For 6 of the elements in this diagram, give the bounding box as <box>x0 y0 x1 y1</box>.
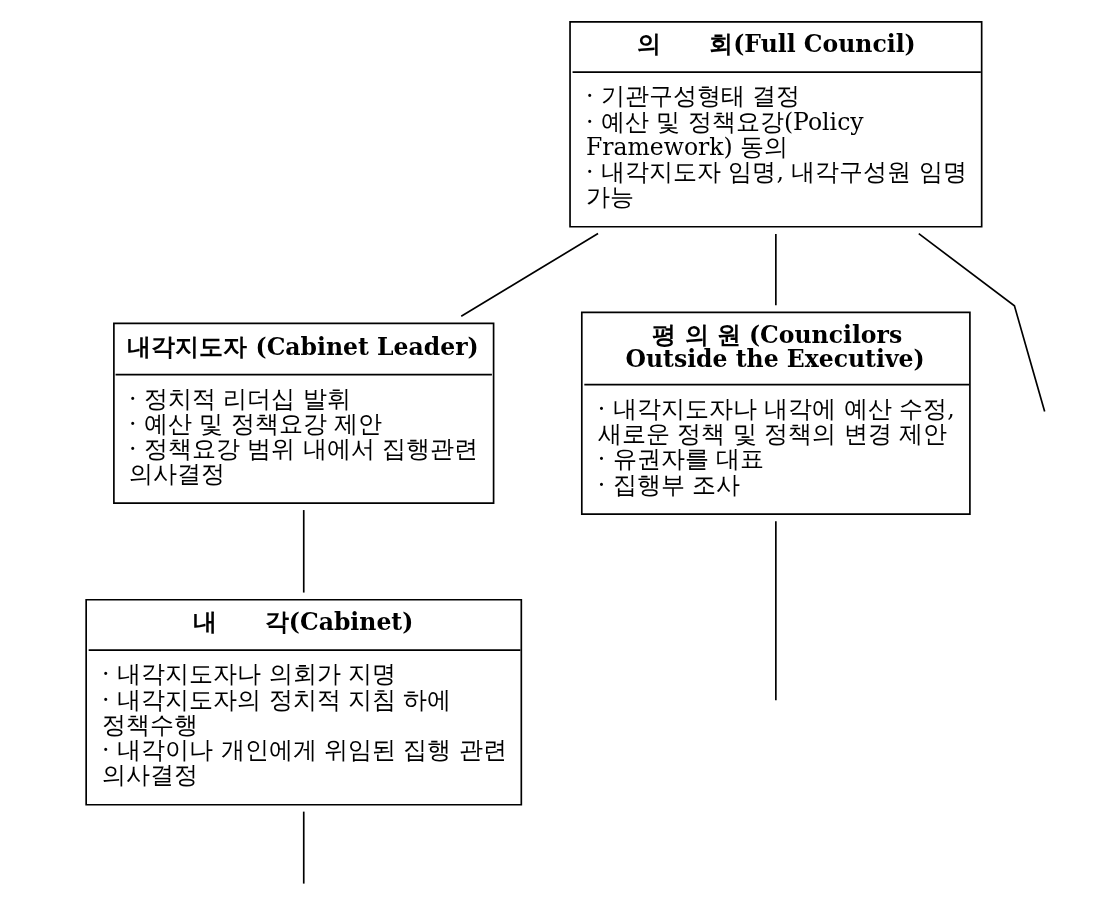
connector <box>775 520 777 702</box>
connector <box>460 232 599 318</box>
connector <box>775 233 777 307</box>
connector <box>302 810 305 885</box>
connector <box>302 509 305 594</box>
connector <box>917 232 1046 413</box>
